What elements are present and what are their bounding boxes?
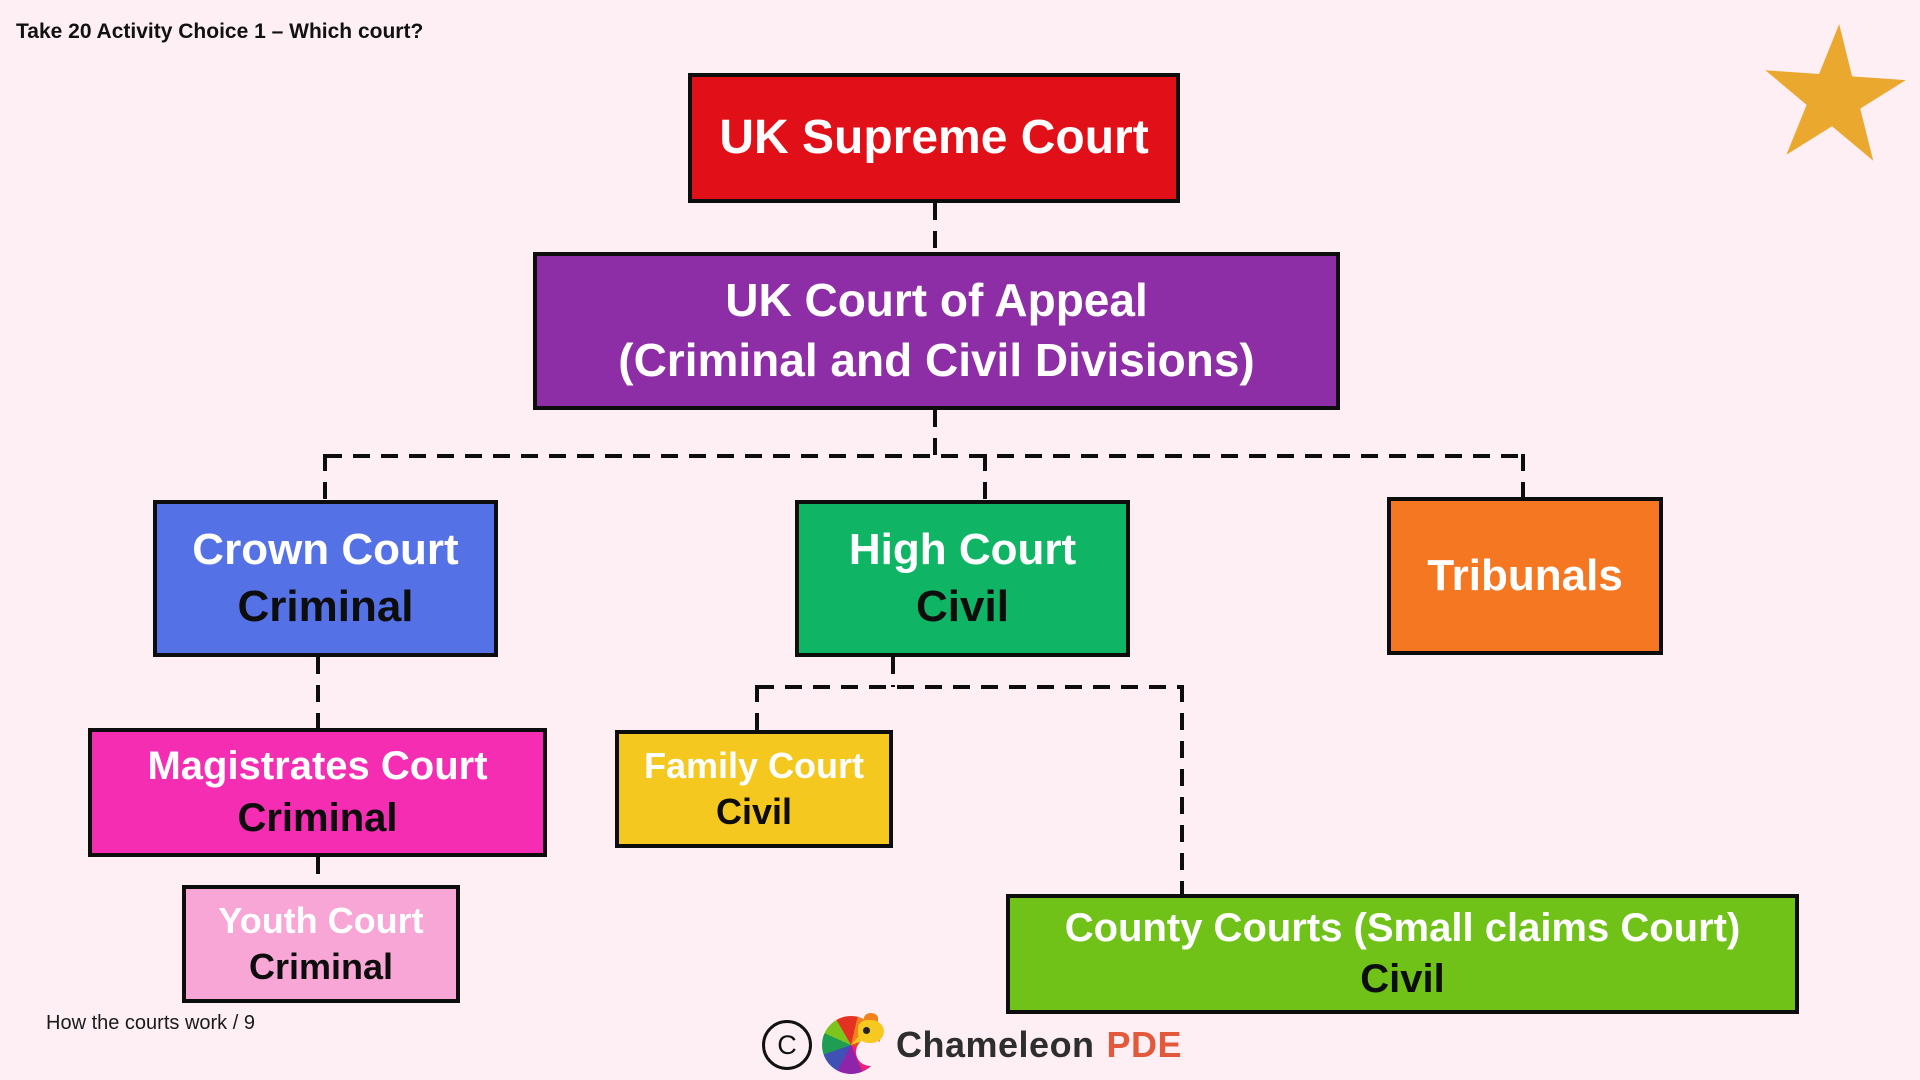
node-youth-court: Youth Court Criminal bbox=[182, 885, 460, 1003]
node-high-court: High Court Civil bbox=[795, 500, 1130, 657]
footer-page-label: How the courts work / 9 bbox=[46, 1012, 255, 1034]
node-sublabel: Criminal bbox=[237, 795, 398, 840]
node-sublabel: (Criminal and Civil Divisions) bbox=[618, 334, 1255, 386]
page-title: Take 20 Activity Choice 1 – Which court? bbox=[16, 20, 424, 43]
logo-suffix: PDE bbox=[1106, 1024, 1183, 1065]
node-label: Magistrates Court bbox=[147, 744, 488, 789]
node-label: Tribunals bbox=[1427, 550, 1623, 600]
node-label: Youth Court bbox=[218, 899, 424, 941]
node-tribunals: Tribunals bbox=[1387, 497, 1663, 655]
chameleon-icon bbox=[822, 1012, 886, 1078]
node-label: UK Supreme Court bbox=[719, 111, 1149, 165]
node-sublabel: Criminal bbox=[248, 946, 394, 987]
node-sublabel: Criminal bbox=[237, 581, 414, 631]
node-label: Crown Court bbox=[192, 525, 459, 575]
node-label: Family Court bbox=[643, 744, 865, 786]
node-sublabel: Civil bbox=[715, 791, 793, 832]
logo-name: Chameleon bbox=[896, 1024, 1095, 1065]
node-family-court: Family Court Civil bbox=[615, 730, 893, 848]
copyright-icon: C bbox=[762, 1020, 812, 1070]
node-label: County Courts (Small claims Court) bbox=[1064, 905, 1741, 950]
node-crown-court: Crown Court Criminal bbox=[153, 500, 498, 657]
node-uk-court-of-appeal: UK Court of Appeal (Criminal and Civil D… bbox=[533, 252, 1340, 410]
node-magistrates-court: Magistrates Court Criminal bbox=[88, 728, 547, 857]
node-uk-supreme-court: UK Supreme Court bbox=[688, 73, 1180, 203]
node-sublabel: Civil bbox=[916, 581, 1009, 631]
star-icon bbox=[1765, 24, 1906, 161]
chameleon-pde-logo: C Chameleon PDE bbox=[762, 1012, 1182, 1078]
node-county-courts: County Courts (Small claims Court) Civil bbox=[1006, 894, 1799, 1014]
node-label: UK Court of Appeal bbox=[725, 274, 1148, 327]
node-label: High Court bbox=[848, 525, 1077, 575]
node-sublabel: Civil bbox=[1360, 957, 1445, 1001]
